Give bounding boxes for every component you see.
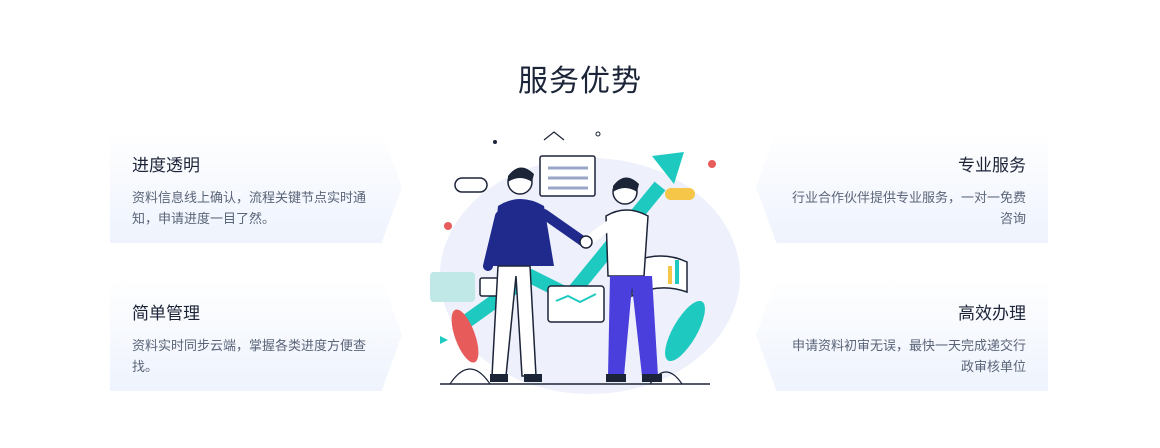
card-title: 高效办理 (958, 304, 1026, 324)
advantage-card-service: 专业服务 行业合作伙伴提供专业服务，一对一免费咨询 (756, 131, 1048, 243)
card-title: 简单管理 (132, 304, 200, 324)
handshake-illustration (430, 131, 740, 394)
card-desc: 行业合作伙伴提供专业服务，一对一免费咨询 (791, 191, 1026, 227)
card-desc: 申请资料初审无误，最快一天完成递交行政审核单位 (791, 339, 1026, 375)
advantage-card-efficient: 高效办理 申请资料初审无误，最快一天完成递交行政审核单位 (756, 279, 1048, 391)
card-title: 进度透明 (132, 156, 200, 176)
card-desc: 资料实时同步云端，掌握各类进度方便查找。 (132, 339, 367, 375)
card-desc: 资料信息线上确认，流程关键节点实时通知，申请进度一目了然。 (132, 191, 367, 227)
advantage-card-transparent: 进度透明 资料信息线上确认，流程关键节点实时通知，申请进度一目了然。 (110, 131, 402, 243)
advantage-card-management: 简单管理 资料实时同步云端，掌握各类进度方便查找。 (110, 279, 402, 391)
card-title: 专业服务 (958, 156, 1026, 176)
section-title: 服务优势 (518, 64, 642, 99)
